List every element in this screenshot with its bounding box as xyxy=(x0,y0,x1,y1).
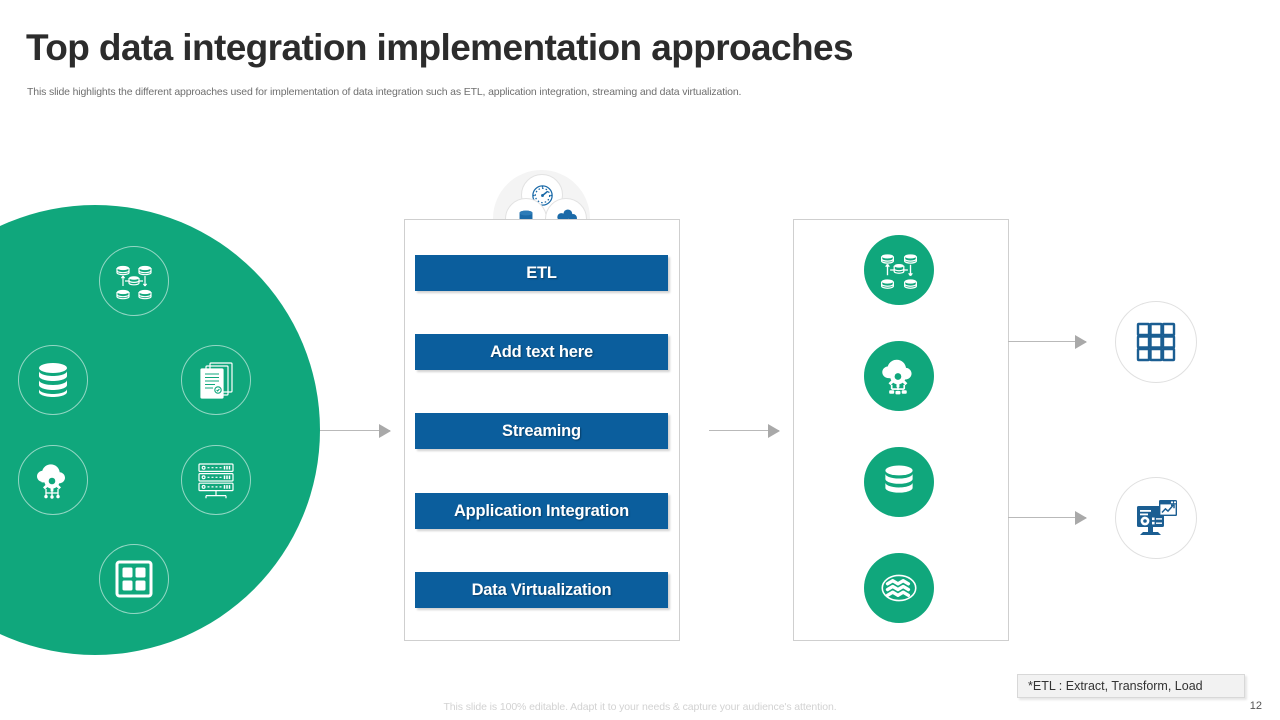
cloud-gear-icon xyxy=(18,445,88,515)
server-rack-icon xyxy=(181,445,251,515)
footer-note: This slide is 100% editable. Adapt it to… xyxy=(443,701,837,713)
approach-bar-etl[interactable]: ETL xyxy=(415,255,668,291)
connector-arrow-targets-to-dashboard xyxy=(1008,517,1086,519)
page-title: Top data integration implementation appr… xyxy=(26,27,854,68)
connector-arrow-approaches-to-targets xyxy=(709,430,779,432)
analytics-dashboard-icon xyxy=(1115,477,1197,559)
distributed-database-icon xyxy=(99,246,169,316)
footnote-text: *ETL : Extract, Transform, Load xyxy=(1028,679,1203,693)
documents-icon xyxy=(181,345,251,415)
approach-bar-label: ETL xyxy=(526,263,557,282)
page-subtitle: This slide highlights the different appr… xyxy=(27,86,742,98)
approach-bar-label: Application Integration xyxy=(453,501,630,520)
approach-bar-streaming[interactable]: Streaming xyxy=(415,413,668,449)
connector-arrow-sources-to-approaches xyxy=(320,430,390,432)
database-icon xyxy=(18,345,88,415)
grid-modules-icon xyxy=(99,544,169,614)
approach-bar-label: Add text here xyxy=(490,342,593,361)
approach-bar-label: Data Virtualization xyxy=(471,580,612,599)
page-number: 12 xyxy=(1249,700,1262,712)
approach-bar-label: Streaming xyxy=(502,421,581,440)
approach-bar-application-integration[interactable]: Application Integration xyxy=(415,493,668,529)
footnote-box: *ETL : Extract, Transform, Load xyxy=(1017,674,1245,698)
approach-bar-add-text-here[interactable]: Add text here xyxy=(415,334,668,370)
cloud-gear-icon xyxy=(864,341,934,411)
grid-apps-icon xyxy=(1115,301,1197,383)
data-stream-icon xyxy=(864,553,934,623)
approach-bar-data-virtualization[interactable]: Data Virtualization xyxy=(415,572,668,608)
database-icon xyxy=(864,447,934,517)
connector-arrow-targets-to-apps xyxy=(1008,341,1086,343)
distributed-database-icon xyxy=(864,235,934,305)
